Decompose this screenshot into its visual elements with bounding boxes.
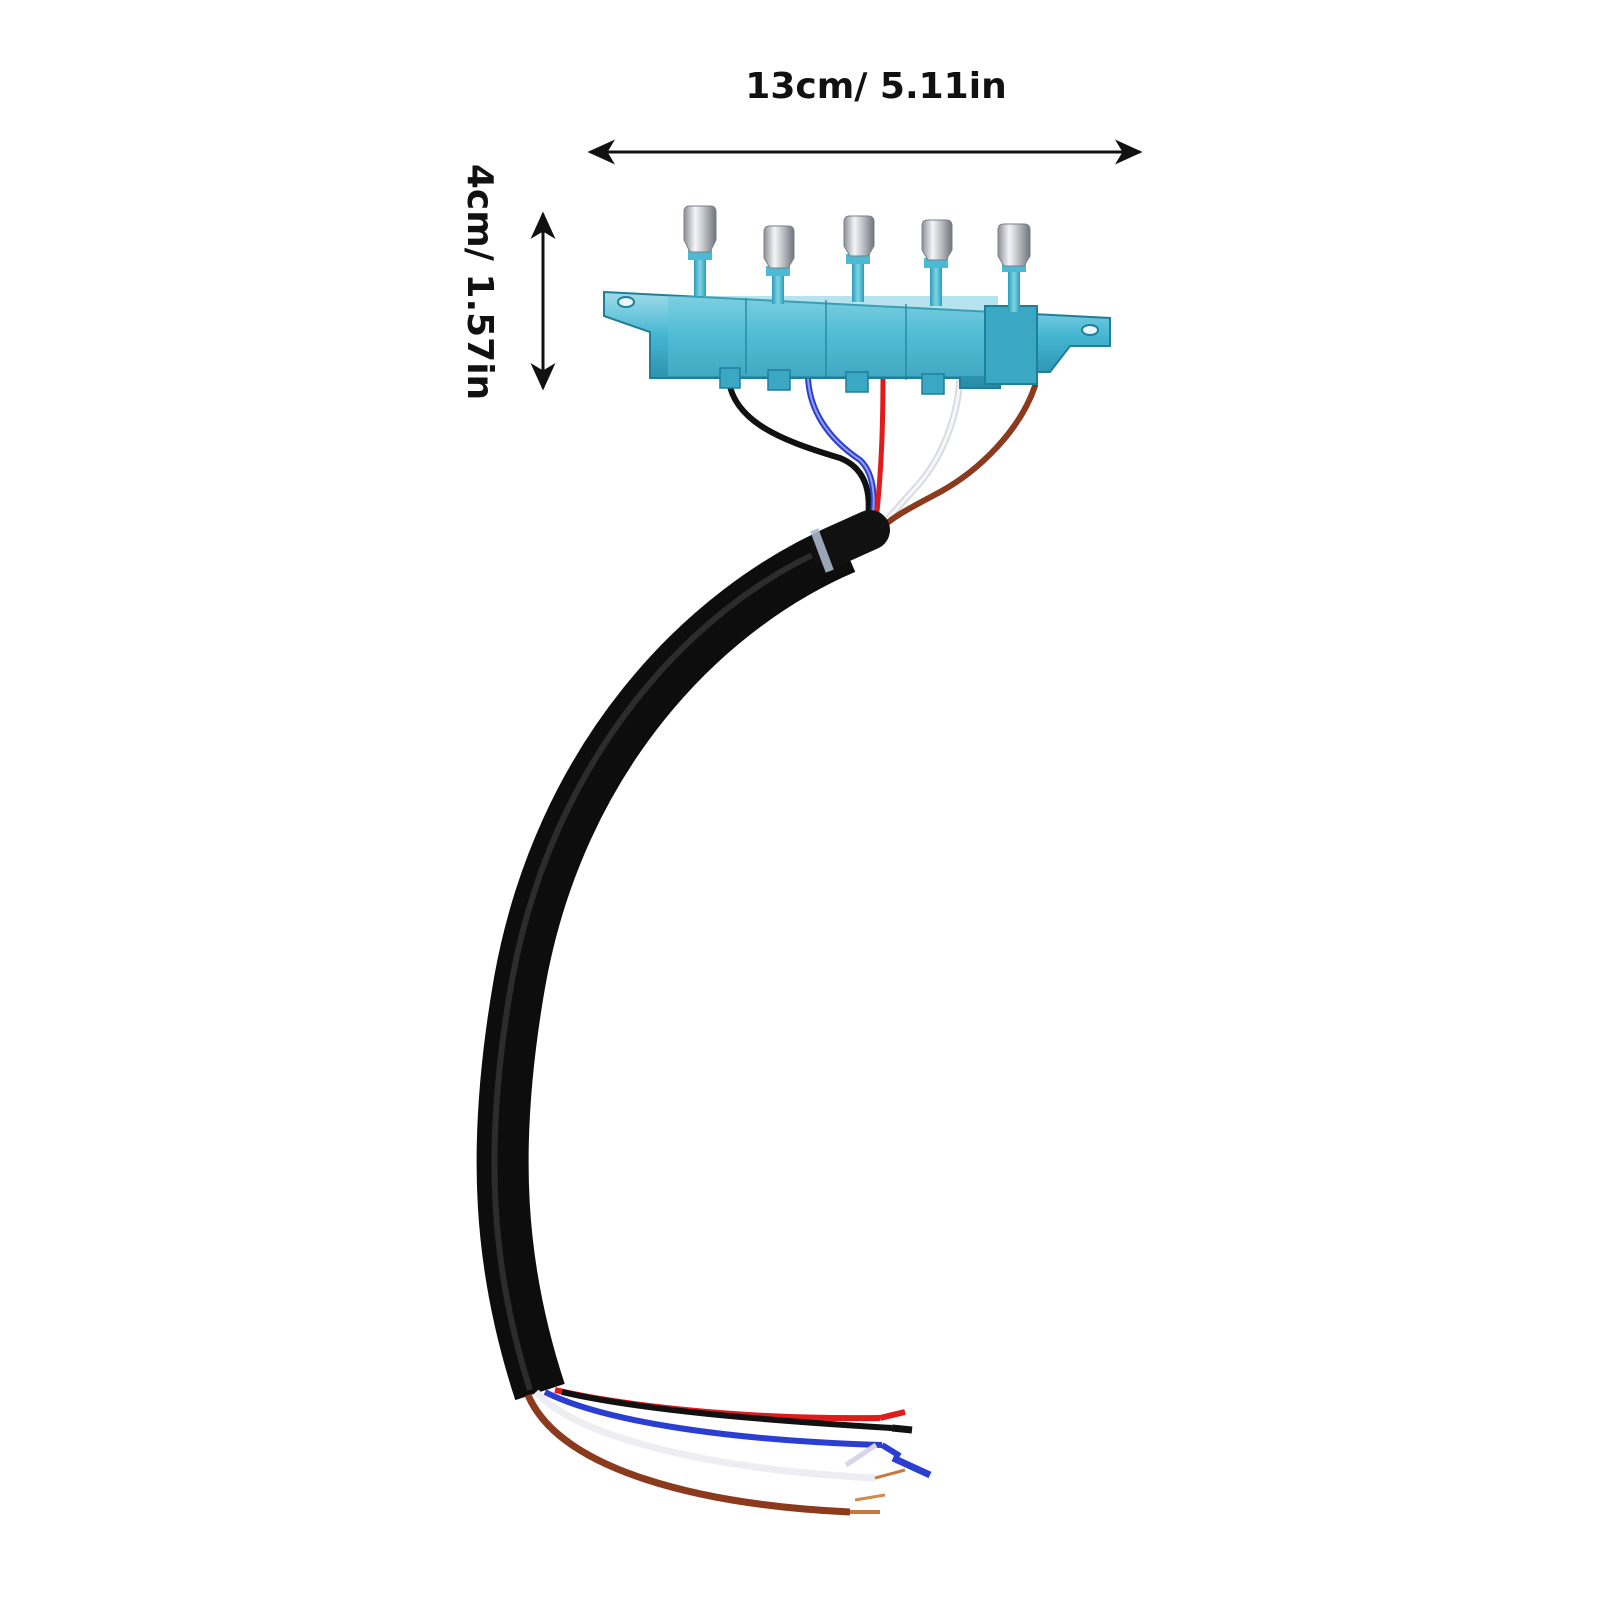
wire-bundle-top bbox=[724, 365, 1038, 536]
wire-black bbox=[724, 365, 872, 533]
mounting-hole-right bbox=[1081, 324, 1099, 336]
wire-end-brown bbox=[524, 1393, 851, 1516]
height-label: 4cm/ 1.57in bbox=[459, 164, 500, 400]
mounting-hole-left bbox=[617, 296, 635, 308]
push-buttons bbox=[683, 205, 1031, 312]
wire-end-blue bbox=[543, 1389, 883, 1448]
wire-brown bbox=[877, 383, 1038, 533]
width-dimension: 13cm/ 5.11in bbox=[587, 66, 1143, 165]
cable bbox=[476, 510, 890, 1401]
push-button-3 bbox=[843, 215, 875, 302]
height-dimension: 4cm/ 1.57in bbox=[459, 164, 556, 400]
wire-end-white bbox=[533, 1389, 876, 1482]
width-label: 13cm/ 5.11in bbox=[745, 66, 1006, 107]
cable-band bbox=[810, 528, 834, 573]
housing-body bbox=[603, 290, 1111, 389]
push-button-2 bbox=[763, 225, 795, 304]
cable-jacket bbox=[476, 524, 856, 1401]
wire-bundle-bottom bbox=[524, 1387, 932, 1516]
wire-end-black bbox=[561, 1389, 893, 1431]
wire-white bbox=[874, 372, 964, 536]
wire-red bbox=[872, 369, 886, 533]
push-button-4 bbox=[921, 219, 953, 306]
housing-end-block bbox=[984, 305, 1038, 385]
switch-housing bbox=[603, 290, 1111, 395]
heat-shrink-sleeve bbox=[810, 510, 890, 568]
push-button-1 bbox=[683, 205, 717, 296]
push-button-5 bbox=[997, 223, 1031, 312]
housing-window bbox=[668, 296, 998, 376]
